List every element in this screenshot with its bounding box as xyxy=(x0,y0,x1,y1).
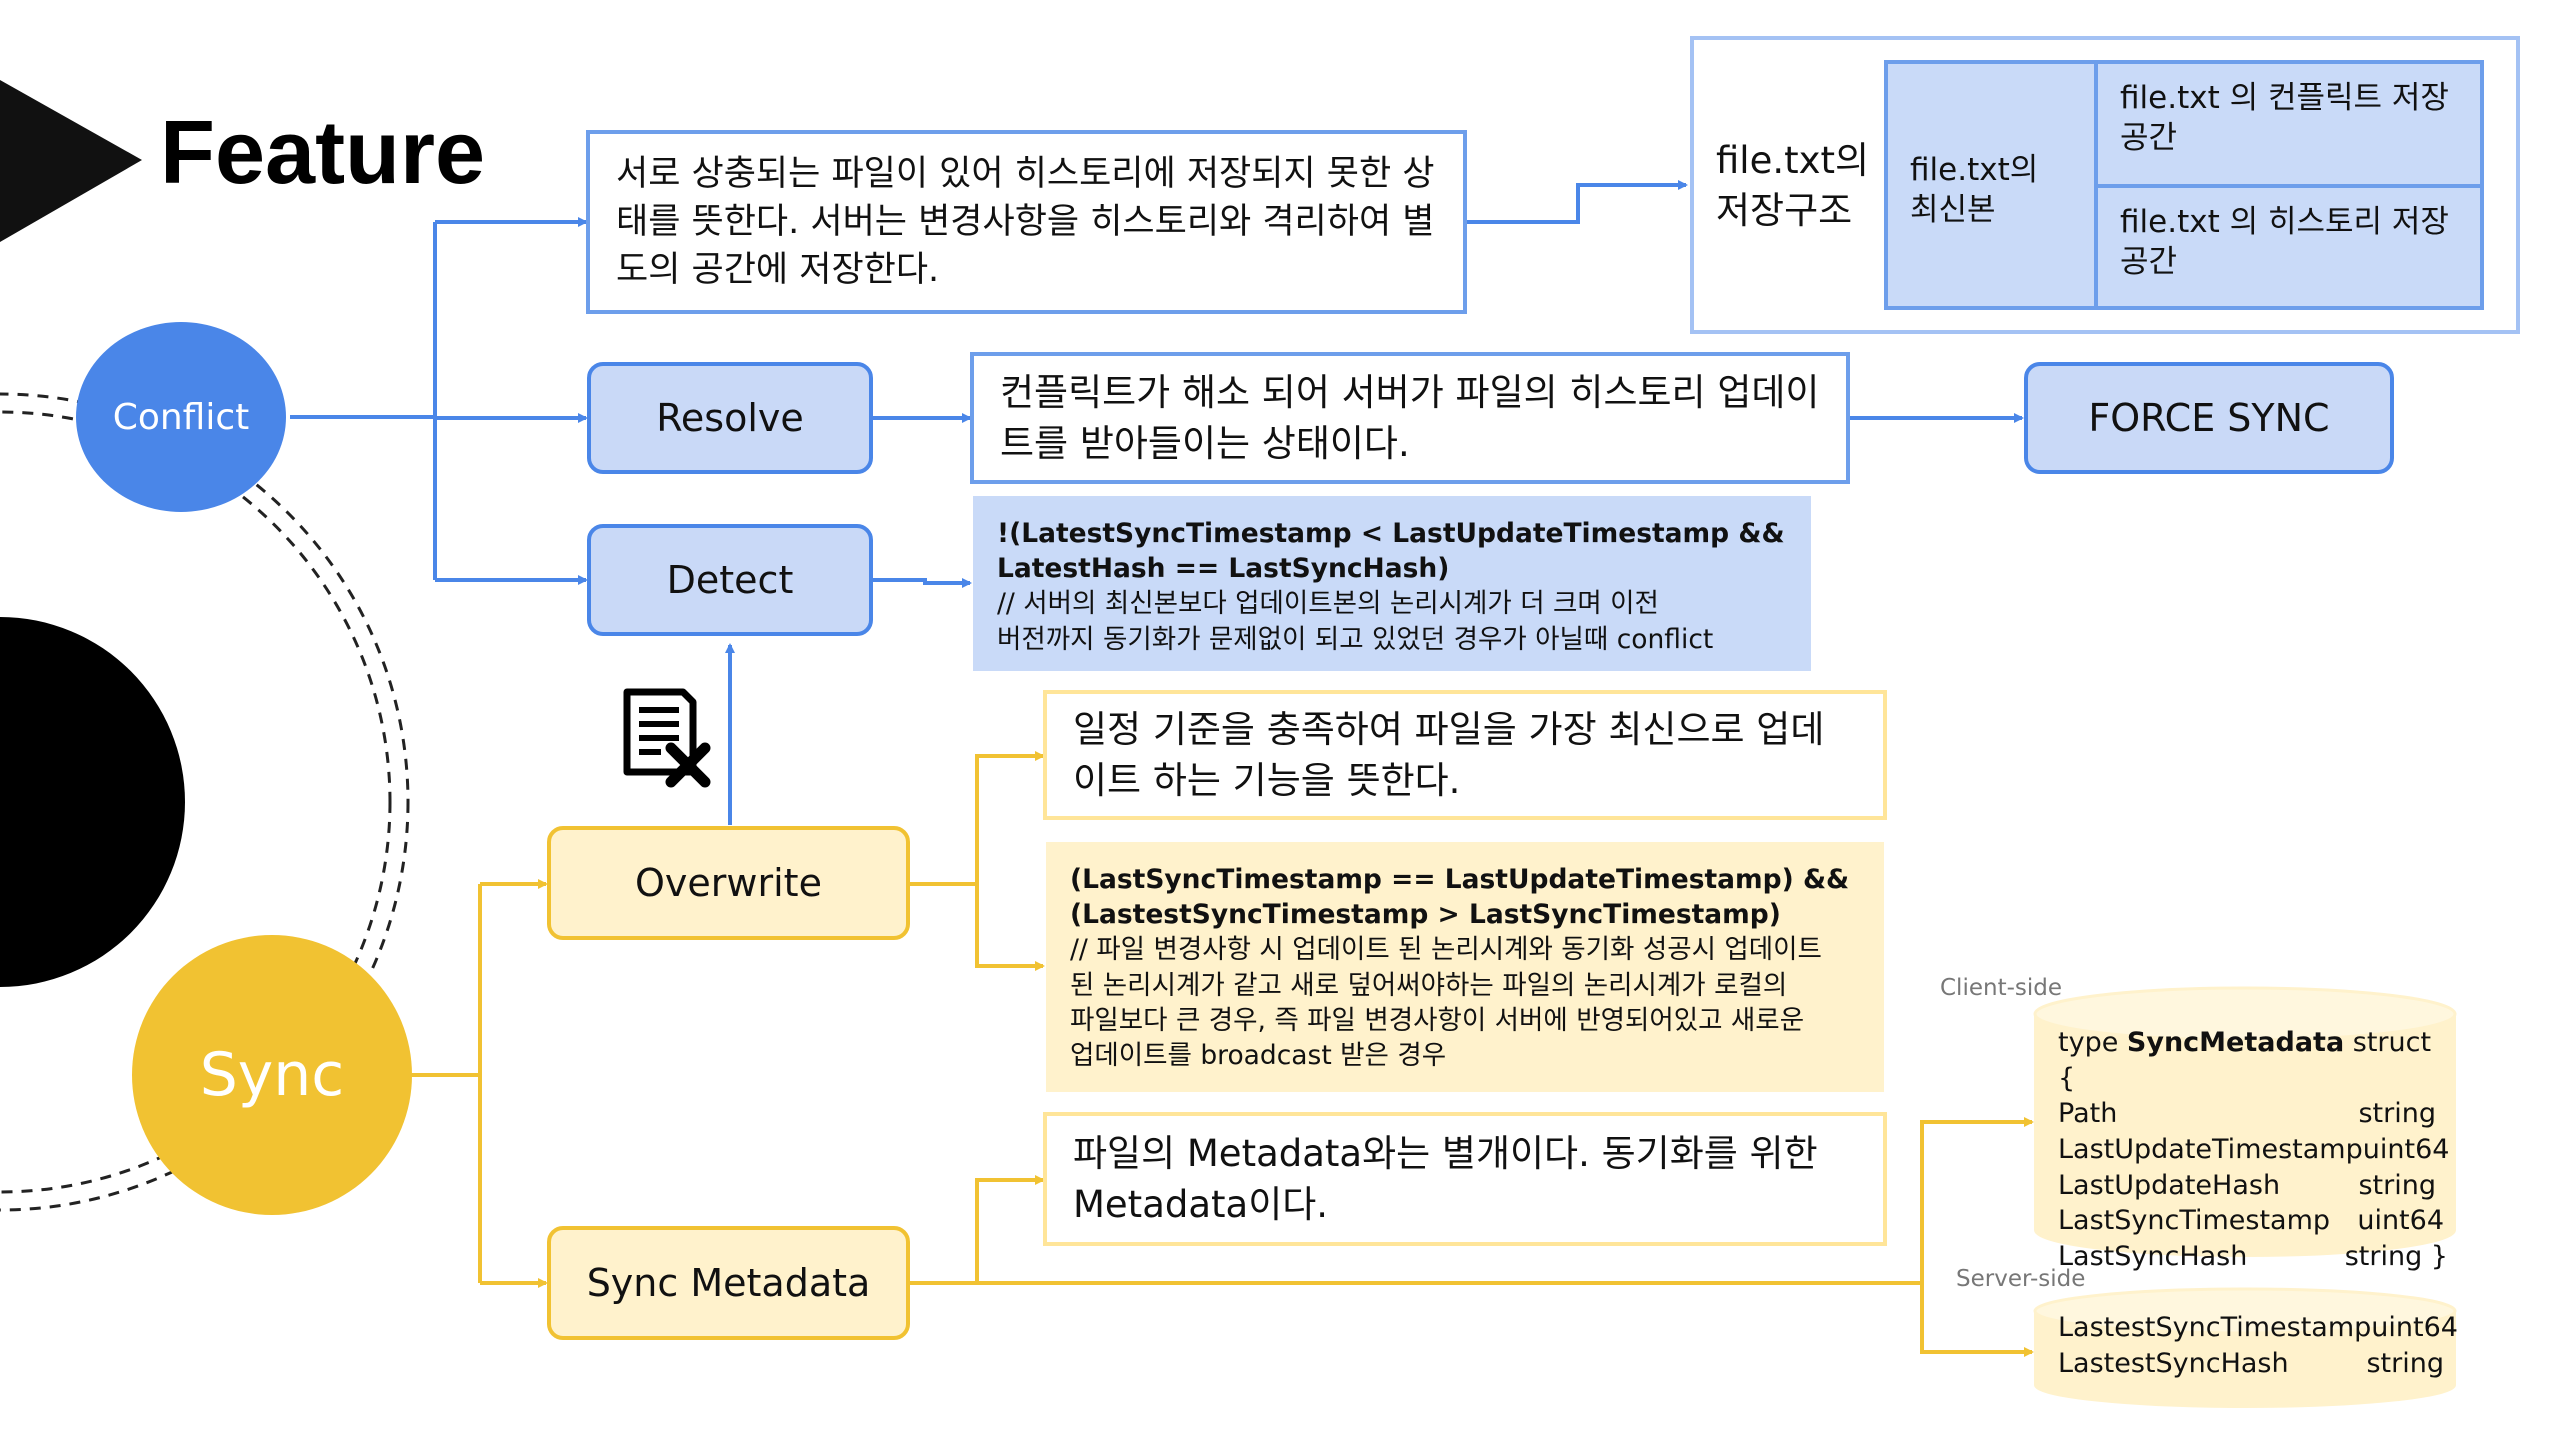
node-conflict: Conflict xyxy=(76,322,286,512)
field-type: string xyxy=(2366,1347,2444,1379)
node-sync-label: Sync xyxy=(199,1040,345,1110)
struct-field: LastSyncHash string } xyxy=(2058,1239,2448,1275)
client-db-content: type SyncMetadata struct { Path string La… xyxy=(2058,1025,2449,1275)
metadata-description-text: 파일의 Metadata와는 별개이다. 동기화를 위한 Metadata이다. xyxy=(1073,1131,1818,1226)
field-type: uint64 xyxy=(2362,1133,2450,1165)
page-title: Feature xyxy=(160,103,486,203)
field-name: LastestSyncHash xyxy=(2058,1347,2289,1379)
field-name: LastestSyncTimestamp xyxy=(2058,1312,2372,1343)
conflict-description-text: 서로 상충되는 파일이 있어 히스토리에 저장되지 못한 상태를 뜻한다. 서버… xyxy=(616,153,1435,291)
detect-condition: !(LatestSyncTimestamp < LastUpdateTimest… xyxy=(973,496,1811,671)
struct-header: type SyncMetadata struct { xyxy=(2058,1025,2448,1096)
storage-conflict-space: file.txt 의 컨플릭트 저장공간 xyxy=(2094,60,2484,188)
overwrite-condition-comment2: 된 논리시계가 같고 새로 덮어써야하는 파일의 논리시계가 로컬의 xyxy=(1070,969,1788,1001)
struct-field: Path string xyxy=(2058,1096,2448,1132)
struct-field: LastUpdateHash string xyxy=(2058,1168,2448,1204)
conn-to-meta-desc xyxy=(975,1175,1045,1283)
overwrite-description: 일정 기준을 충족하여 파일을 가장 최신으로 업데이트 하는 기능을 뜻한다. xyxy=(1043,690,1887,820)
client-db-cylinder xyxy=(2033,986,2457,1257)
field-name: LastUpdateTimestamp xyxy=(2058,1133,2363,1165)
server-side-label: Server-side xyxy=(1956,1266,2086,1292)
decor-triangle xyxy=(0,80,142,242)
conn-detect-to-cond xyxy=(873,578,972,588)
server-db-cylinder xyxy=(2033,1287,2457,1408)
overwrite-condition: (LastSyncTimestamp == LastUpdateTimestam… xyxy=(1046,842,1884,1092)
struct-name: SyncMetadata xyxy=(2126,1027,2345,1058)
conn-to-client xyxy=(1920,1117,2034,1283)
node-force-sync: FORCE SYNC xyxy=(2024,362,2394,474)
field-type: string xyxy=(2358,1098,2436,1130)
client-side-label: Client-side xyxy=(1940,975,2063,1001)
field-type: uint64 xyxy=(2357,1205,2444,1237)
field-type: uint64 xyxy=(2371,1312,2458,1343)
overwrite-condition-comment4: 업데이트를 broadcast 받은 경우 xyxy=(1070,1040,1447,1072)
conn-to-overwrite-cond xyxy=(975,884,1045,971)
detect-condition-line2: LatestHash == LastSyncHash) xyxy=(997,553,1450,585)
field-type: string } xyxy=(2344,1240,2448,1272)
struct-prefix: type xyxy=(2058,1027,2127,1058)
overwrite-condition-comment1: // 파일 변경사항 시 업데이트 된 논리시계와 동기화 성공시 업데이트 xyxy=(1070,934,1822,966)
resolve-description: 컨플릭트가 해소 되어 서버가 파일의 히스토리 업데이트를 받아들이는 상태이… xyxy=(970,352,1850,484)
node-conflict-label: Conflict xyxy=(112,396,250,438)
storage-history-space: file.txt 의 히스토리 저장공간 xyxy=(2094,184,2484,310)
document-delete-icon xyxy=(623,688,711,788)
struct-field: LastSyncTimestamp uint64 xyxy=(2058,1203,2448,1239)
detect-condition-line1: !(LatestSyncTimestamp < LastUpdateTimest… xyxy=(997,518,1785,549)
resolve-description-text: 컨플릭트가 해소 되어 서버가 파일의 히스토리 업데이트를 받아들이는 상태이… xyxy=(1000,370,1820,465)
field-name: LastSyncTimestamp xyxy=(2058,1205,2331,1237)
field-name: LastSyncHash xyxy=(2058,1240,2248,1272)
overwrite-description-text: 일정 기준을 충족하여 파일을 가장 최신으로 업데이트 하는 기능을 뜻한다. xyxy=(1073,707,1825,802)
conn-to-server xyxy=(1920,1283,2034,1357)
decor-dashed-arc-outer xyxy=(0,392,410,1212)
overwrite-condition-comment3: 파일보다 큰 경우, 즉 파일 변경사항이 서버에 반영되어있고 새로운 xyxy=(1070,1004,1805,1036)
node-detect: Detect xyxy=(587,524,873,636)
overwrite-condition-line1: (LastSyncTimestamp == LastUpdateTimestam… xyxy=(1070,864,1850,895)
overwrite-condition-line2: (LastestSyncTimestamp > LastSyncTimestam… xyxy=(1070,899,1781,931)
storage-label: file.txt의 저장구조 xyxy=(1716,139,1870,232)
field-name: Path xyxy=(2058,1098,2118,1130)
server-field: LastestSyncHash string xyxy=(2058,1346,2448,1382)
decor-black-circle xyxy=(0,617,185,987)
struct-suffix: struct { xyxy=(2058,1027,2432,1094)
field-name: LastUpdateHash xyxy=(2058,1169,2281,1201)
conn-desc-to-storage xyxy=(1467,180,1688,224)
metadata-description: 파일의 Metadata와는 별개이다. 동기화를 위한 Metadata이다. xyxy=(1043,1112,1887,1246)
decor-dashed-arc-inner xyxy=(0,410,392,1194)
node-resolve: Resolve xyxy=(587,362,873,474)
conn-to-overwrite-desc xyxy=(975,751,1045,884)
node-sync-metadata: Sync Metadata xyxy=(547,1226,910,1340)
field-type: string xyxy=(2358,1169,2436,1201)
node-overwrite: Overwrite xyxy=(547,826,910,940)
detect-condition-comment1: // 서버의 최신본보다 업데이트본의 논리시계가 더 크며 이전 xyxy=(997,588,1659,620)
node-sync: Sync xyxy=(132,935,412,1215)
detect-condition-comment2: 버전까지 동기화가 문제없이 되고 있었던 경우가 아닐때 conflict xyxy=(997,623,1714,655)
storage-latest: file.txt의 최신본 xyxy=(1884,60,2098,310)
conflict-description: 서로 상충되는 파일이 있어 히스토리에 저장되지 못한 상태를 뜻한다. 서버… xyxy=(586,130,1467,314)
